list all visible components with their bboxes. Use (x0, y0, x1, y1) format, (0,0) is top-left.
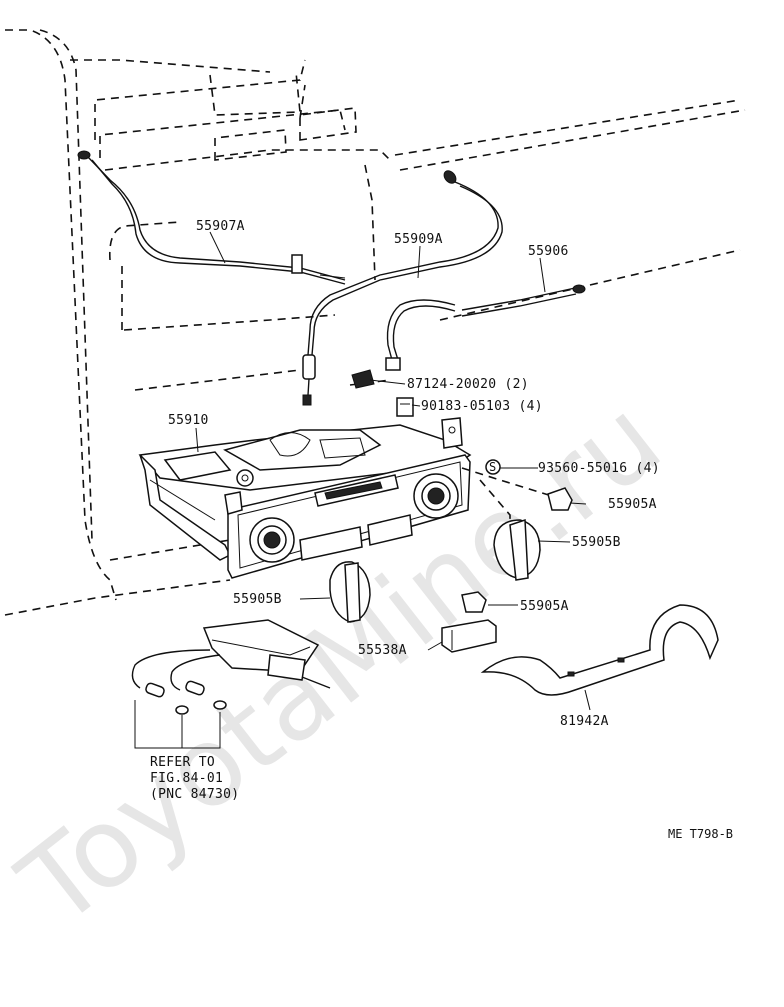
special-screw-mark-label: S (489, 460, 496, 474)
label-55910[interactable]: 55910 (168, 413, 209, 428)
knob-55905B-left[interactable] (329, 561, 371, 623)
label-81942A[interactable]: 81942A (560, 714, 609, 729)
cable-55909A[interactable] (302, 168, 503, 406)
label-55905B-left[interactable]: 55905B (233, 592, 282, 607)
guide-line-1 (461, 467, 566, 501)
label-93560-55016[interactable]: 93560-55016 (4) (538, 461, 660, 476)
switch-knob-55538A[interactable] (441, 619, 497, 653)
panel-81942A[interactable] (480, 604, 719, 696)
label-55906[interactable]: 55906 (528, 244, 569, 259)
cable-55907A[interactable] (77, 150, 346, 285)
refer-note-line3: (PNC 84730) (150, 787, 239, 802)
refer-note-line1: REFER TO (150, 755, 215, 770)
label-55909A[interactable]: 55909A (394, 232, 443, 247)
special-screw-mark (485, 459, 501, 475)
label-87124-20020[interactable]: 87124-20020 (2) (407, 377, 529, 392)
knob-55905B-right[interactable] (493, 518, 541, 581)
cable-55906[interactable] (385, 284, 586, 371)
label-55905A-upper[interactable]: 55905A (608, 497, 657, 512)
clip-87124-20020[interactable] (351, 369, 375, 389)
label-55905A-lower[interactable]: 55905A (520, 599, 569, 614)
leader-lines (195, 231, 591, 711)
knob-55905A-upper[interactable] (547, 487, 573, 511)
lamp-harness[interactable] (131, 619, 331, 749)
label-90183-05103[interactable]: 90183-05103 (4) (421, 399, 543, 414)
bolt-90183-05103[interactable] (396, 397, 414, 417)
heater-control-assembly-55910[interactable] (138, 417, 472, 579)
label-55905B-right[interactable]: 55905B (572, 535, 621, 550)
diagram-code: ME T798-B (668, 827, 733, 841)
refer-note-line2[interactable]: FIG.84-01 (150, 771, 223, 786)
guide-line-2 (479, 479, 511, 520)
label-55907A[interactable]: 55907A (196, 219, 245, 234)
label-55538A[interactable]: 55538A (358, 643, 407, 658)
dashboard-outline (4, 29, 746, 616)
knob-55905A-lower[interactable] (461, 591, 487, 613)
